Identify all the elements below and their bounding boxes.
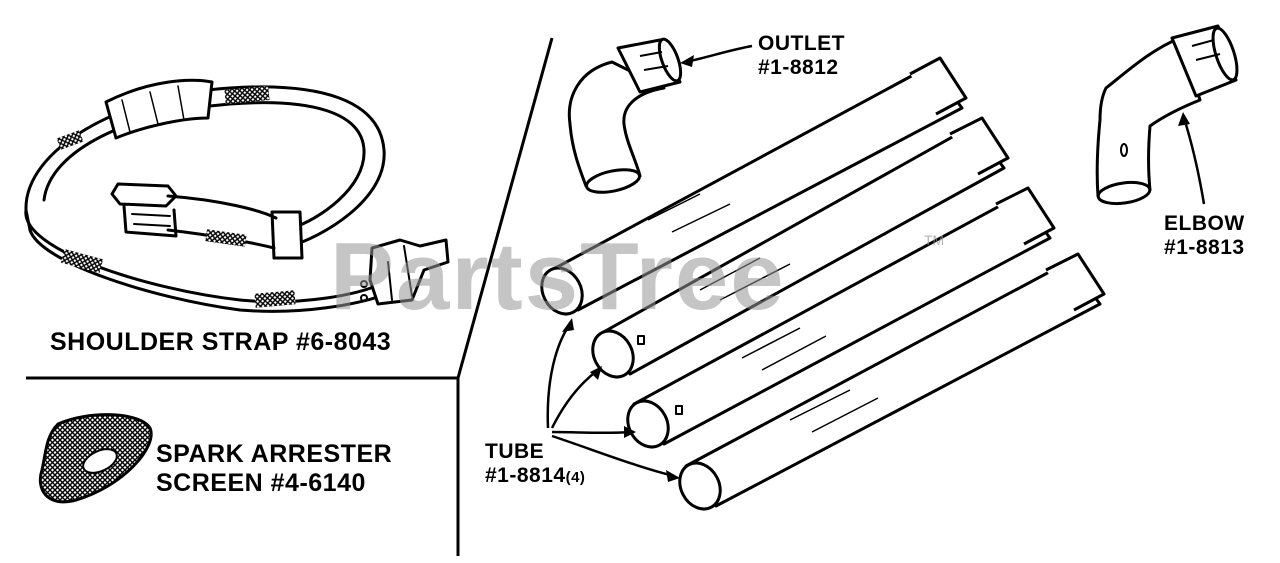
elbow-label: ELBOW #1-8813	[1164, 212, 1245, 260]
tube-quantity: (4)	[565, 469, 586, 487]
tube-name: TUBE	[485, 440, 545, 463]
spark-arrester-screen-drawing	[38, 413, 153, 504]
elbow-drawing	[1095, 24, 1239, 206]
arrowheads	[562, 55, 1190, 482]
tube-label: TUBE #1-8814(4)	[485, 440, 585, 488]
watermark-trademark: TM	[924, 232, 945, 248]
divider-diagonal	[456, 37, 554, 379]
spark-arrester-line-1: SPARK ARRESTER	[156, 440, 393, 468]
tube-1-drawing	[540, 56, 968, 316]
tube-3-drawing	[626, 186, 1056, 449]
outlet-label: OUTLET #1-8812	[758, 32, 845, 80]
watermark: PartsTree	[330, 223, 786, 330]
spark-arrester-line-2: SCREEN #4-6140	[156, 468, 366, 497]
shoulder-strap-label: SHOULDER STRAP #6-8043	[50, 328, 392, 356]
shoulder-strap-drawing	[24, 78, 450, 313]
tube-part-number: #1-8814	[485, 464, 566, 488]
outlet-name: OUTLET	[758, 32, 845, 55]
elbow-name: ELBOW	[1164, 212, 1245, 235]
outlet-part-number: #1-8812	[758, 56, 839, 80]
outlet-drawing	[567, 37, 683, 194]
elbow-part-number: #1-8813	[1164, 236, 1245, 260]
spark-arrester-label: SPARK ARRESTER SCREEN #4-6140	[156, 440, 392, 498]
tube-part-number-line: #1-8814(4)	[485, 464, 585, 488]
tube-4-drawing	[678, 252, 1106, 511]
tube-2-drawing	[591, 116, 1010, 379]
